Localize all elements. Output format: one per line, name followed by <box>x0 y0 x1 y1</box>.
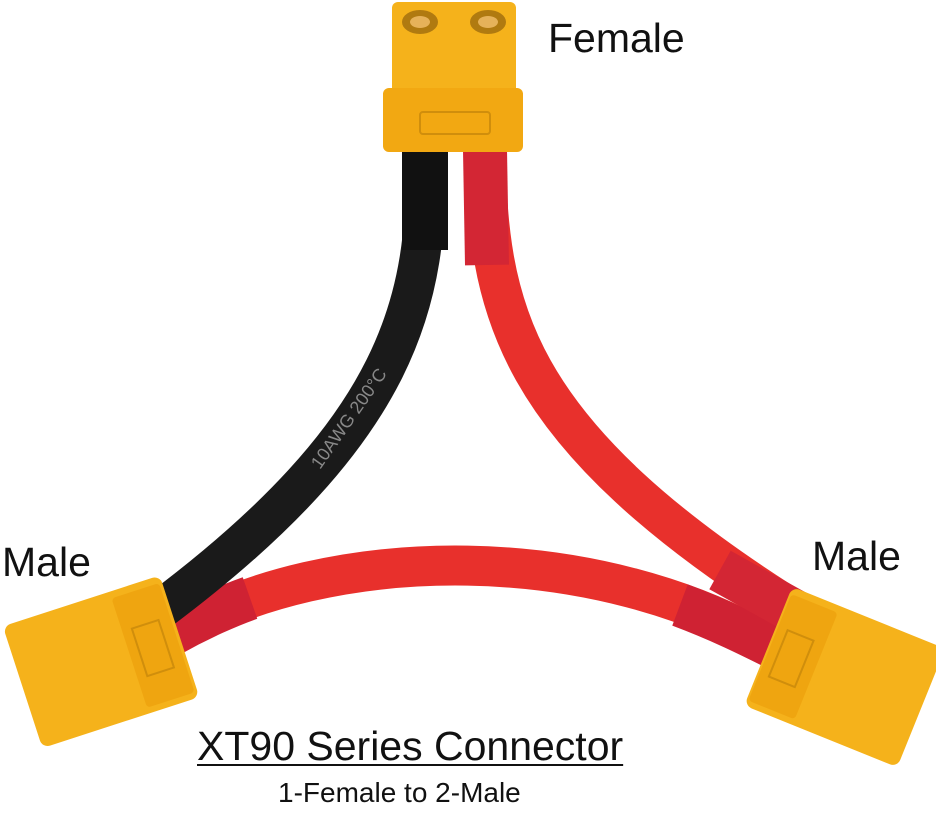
bottom-shrink-left <box>159 577 258 655</box>
male-left-label: Male <box>2 539 91 585</box>
product-subtitle: 1-Female to 2-Male <box>278 777 521 808</box>
female-connector <box>383 2 523 152</box>
male-connector-right <box>746 589 936 765</box>
red-wire <box>465 130 830 640</box>
male-connector-left <box>4 577 198 747</box>
male-right-label: Male <box>812 533 901 579</box>
product-title: XT90 Series Connector <box>197 723 624 769</box>
red-shrink-top <box>463 149 509 266</box>
female-label: Female <box>548 15 685 61</box>
